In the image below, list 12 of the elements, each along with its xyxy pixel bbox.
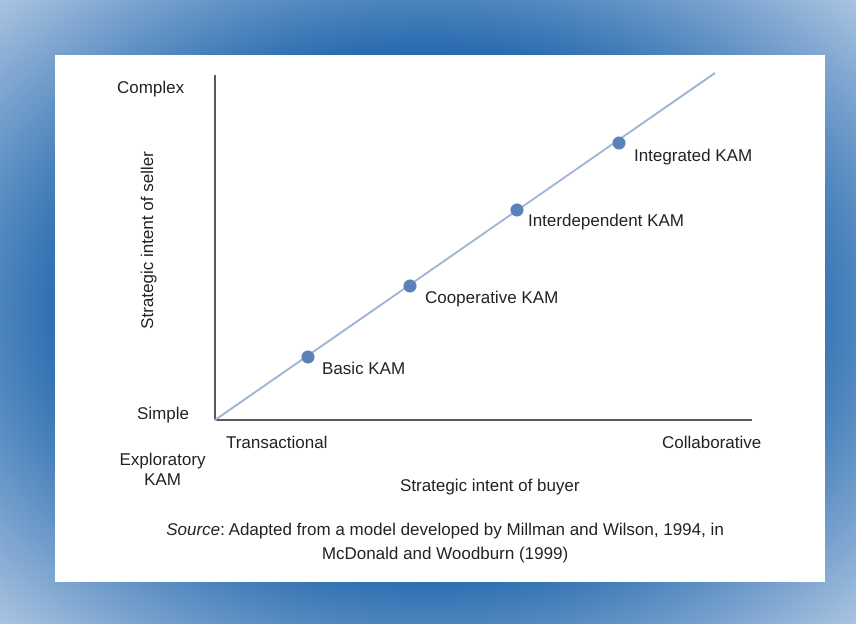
axis-tick-label: Transactional	[226, 433, 328, 453]
point-label: Interdependent KAM	[528, 211, 684, 231]
point-label: Integrated KAM	[634, 146, 752, 166]
source-caption: Source: Adapted from a model developed by Millman and Wilson, 1994, in McDonald and Woodburn (1999)	[165, 519, 725, 565]
axis-title: Strategic intent of buyer	[400, 476, 580, 496]
point-label: Cooperative KAM	[425, 288, 558, 308]
axis-end-label: Complex	[117, 78, 184, 98]
axis-tick-label: Collaborative	[662, 433, 762, 453]
axis-origin-label: Exploratory KAM	[118, 450, 206, 490]
point-label: Basic KAM	[322, 359, 406, 379]
axis-title: Strategic intent of seller	[138, 150, 158, 331]
axis-end-label: Simple	[137, 404, 189, 424]
